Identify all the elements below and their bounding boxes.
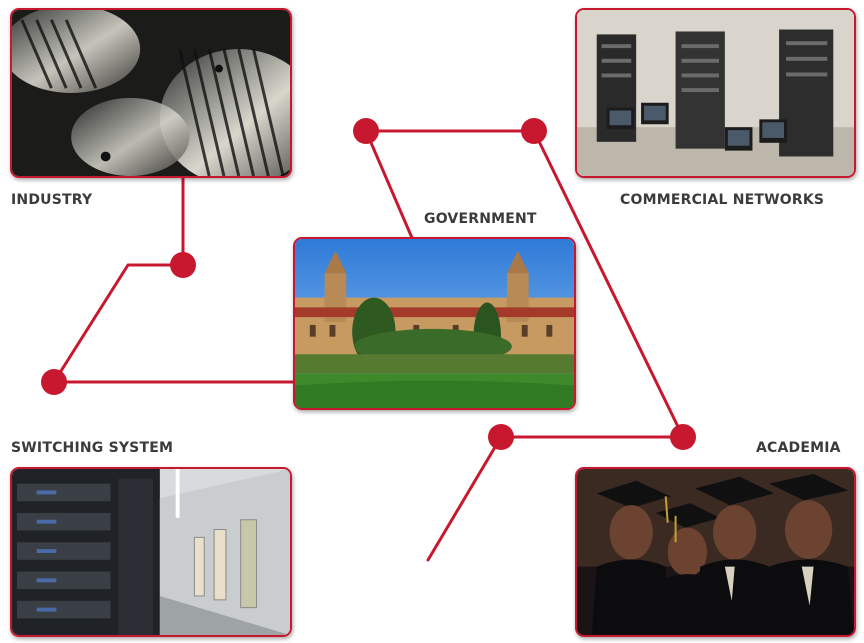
switching-node-dot <box>41 369 67 395</box>
switching-equipment-icon <box>12 469 290 635</box>
government-image <box>293 237 576 410</box>
commercial-node-dot <box>521 118 547 144</box>
academia-node-dot <box>670 424 696 450</box>
government-label: GOVERNMENT <box>424 211 537 227</box>
government-upper-dot <box>353 118 379 144</box>
academia-junction-dot <box>488 424 514 450</box>
industry-label: INDUSTRY <box>11 192 93 208</box>
server-rack-icon <box>577 10 854 176</box>
academia-label: ACADEMIA <box>756 440 841 456</box>
switching-system-label: SWITCHING SYSTEM <box>11 440 174 456</box>
industry-image <box>10 8 292 178</box>
industry-junction-dot <box>170 252 196 278</box>
commercial-networks-label: COMMERCIAL NETWORKS <box>620 192 825 208</box>
graduates-icon <box>577 469 854 635</box>
government-building-icon <box>295 239 574 408</box>
academia-image <box>575 467 856 637</box>
switching-system-image <box>10 467 292 637</box>
gears-icon <box>12 10 290 176</box>
commercial-networks-image <box>575 8 856 178</box>
